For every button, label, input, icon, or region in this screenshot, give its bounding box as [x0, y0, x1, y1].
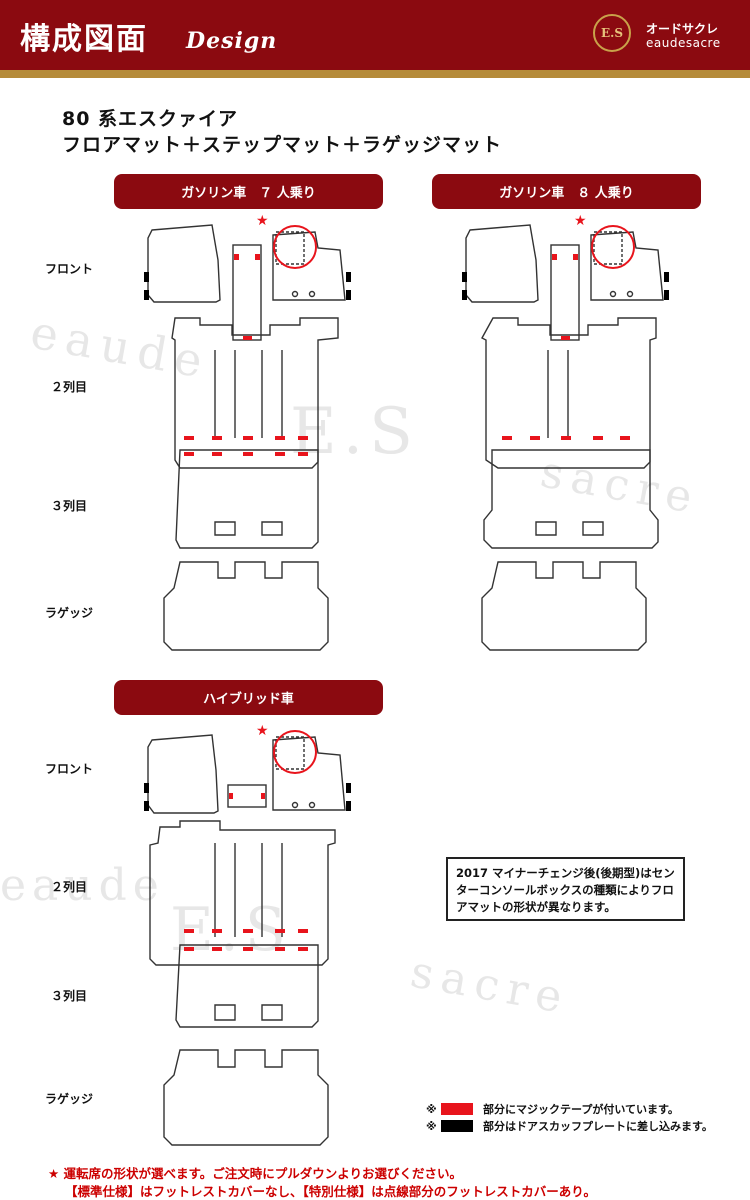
mat-diagram-gas-7-seat: ★	[140, 210, 360, 655]
star-icon: ★	[256, 723, 269, 739]
row-label-front: フロント	[45, 262, 94, 276]
row-label-3rd: ３列目	[51, 499, 88, 513]
mat-diagram-gas-8-seat: ★	[458, 210, 678, 655]
product-set-name: フロアマット＋ステップマット＋ラゲッジマット	[62, 134, 503, 156]
mat-diagram-hybrid: ★	[140, 715, 360, 1160]
minor-change-note: 2017 マイナーチェンジ後(後期型)はセンターコンソールボックスの種類によりフ…	[446, 857, 685, 921]
scuff-tab	[144, 290, 149, 300]
velcro-swatch	[441, 1103, 473, 1115]
mat-row2	[171, 317, 339, 469]
row-label-2nd: ２列目	[51, 380, 88, 394]
watermark-text: sacre	[406, 946, 574, 1025]
scuff-tab	[144, 272, 149, 282]
legend-mark: ※	[426, 1102, 437, 1116]
section-banner-gas-7-seat: ガソリン車 ７ 人乗り	[114, 174, 383, 209]
mat-row3	[175, 449, 319, 549]
star-icon: ★	[256, 213, 269, 229]
row-label-luggage: ラゲッジ	[45, 1092, 94, 1106]
legend-velcro-text: 部分にマジックテープが付いています。	[483, 1103, 679, 1116]
mat-luggage	[163, 561, 329, 651]
highlight-circle	[273, 225, 317, 269]
footer-note-spec: 【標準仕様】はフットレストカバーなし、【特別仕様】は点線部分のフットレストカバー…	[65, 1184, 597, 1199]
section-banner-hybrid: ハイブリッド車	[114, 680, 383, 715]
star-icon: ★	[574, 213, 587, 229]
row-label-luggage: ラゲッジ	[45, 606, 94, 620]
row-label-front: フロント	[45, 762, 94, 776]
brand-name-kana: オードサクレ	[646, 22, 719, 36]
section-banner-gas-8-seat: ガソリン車 ８ 人乗り	[432, 174, 701, 209]
brand-name-roman: eaudesacre	[646, 36, 721, 50]
product-model: 80 系エスクァイア	[62, 108, 239, 130]
footrest-outline	[275, 231, 305, 265]
header-gold-stripe	[0, 70, 750, 78]
legend-scuff-text: 部分はドアスカッフプレートに差し込みます。	[483, 1120, 713, 1133]
row-label-2nd: ２列目	[51, 880, 88, 894]
legend-mark: ※	[426, 1119, 437, 1133]
scuff-swatch	[441, 1120, 473, 1132]
brand-logo-icon: E.S	[593, 14, 631, 52]
page-subtitle: Design	[186, 28, 278, 54]
row-label-3rd: ３列目	[51, 989, 88, 1003]
footer-note-driver-shape: ★ 運転席の形状が選べます。ご注文時にプルダウンよりお選びください。	[48, 1166, 463, 1181]
mat-driver	[147, 224, 221, 303]
page-title: 構成図面	[20, 22, 148, 57]
legend-velcro: ※ 部分にマジックテープが付いています。	[426, 1101, 679, 1117]
mat-passenger	[272, 231, 346, 301]
legend-scuff: ※ 部分はドアスカッフプレートに差し込みます。	[426, 1118, 713, 1134]
